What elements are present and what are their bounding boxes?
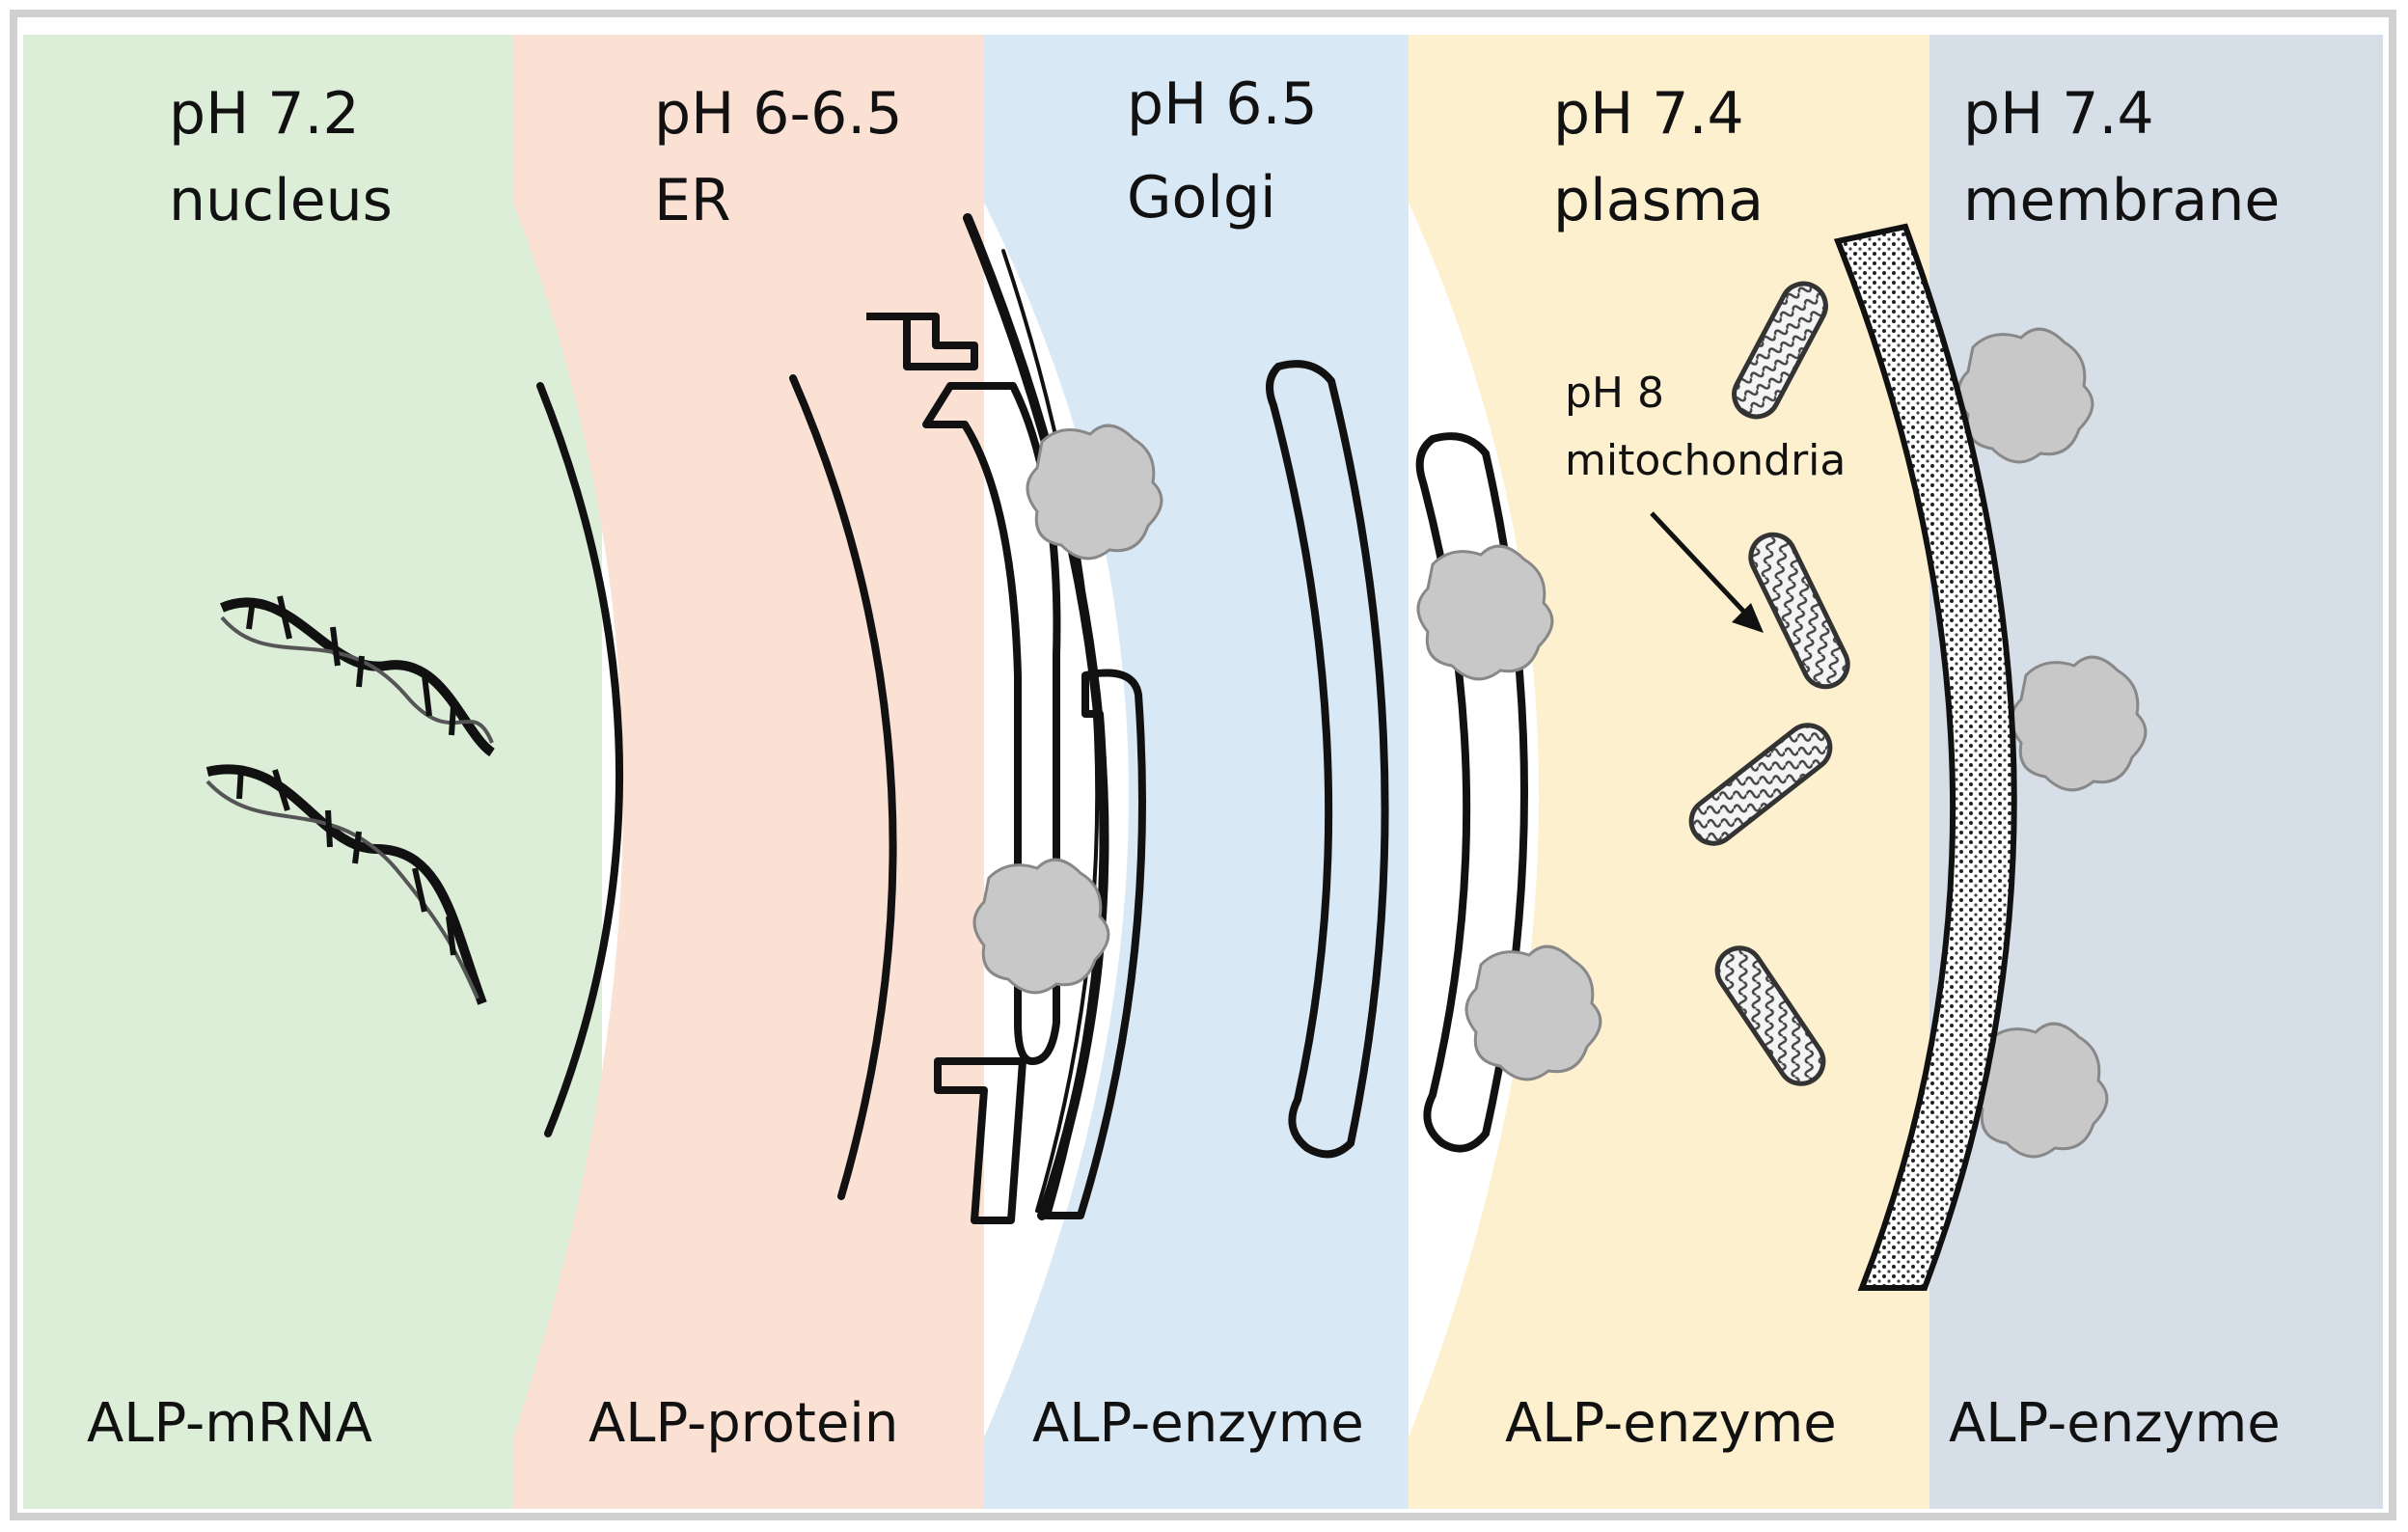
enzyme-blob-icon: [972, 858, 1110, 995]
mitochondrion-icon: [1714, 945, 1826, 1086]
plasma-ph-label: pH 7.4: [1553, 80, 1744, 148]
nucleus-name-label: nucleus: [169, 167, 393, 234]
enzyme-blob-icon: [1956, 327, 2094, 464]
nucleus-product-label: ALP-mRNA: [87, 1392, 372, 1455]
region-nucleus-bg: [23, 35, 602, 1509]
er-product-label: ALP-protein: [588, 1392, 898, 1455]
mitochondrion-icon: [1688, 723, 1833, 846]
golgi-name-label: Golgi: [1127, 164, 1276, 232]
membrane-product-label: ALP-enzyme: [1949, 1392, 2281, 1455]
er-name-label: ER: [654, 167, 731, 234]
dna-helix-icon: [220, 595, 496, 757]
plasma-name-label: plasma: [1553, 167, 1764, 234]
er-cisterna-bottom-icon: [934, 1057, 1026, 1224]
plasma-product-label: ALP-enzyme: [1505, 1392, 1837, 1455]
enzyme-blob-icon: [1026, 424, 1163, 561]
membrane-name-label: membrane: [1963, 167, 2280, 234]
nuclear-envelope-icon: [536, 382, 624, 1137]
arrow-head-icon: [1732, 603, 1764, 633]
golgi-cisterna-outer-icon: [1266, 360, 1389, 1159]
enzyme-blob-icon: [2010, 655, 2148, 792]
er-membrane-right-inner-icon: [1001, 249, 1100, 1213]
region-plasma-bg: [1409, 35, 1929, 1509]
er-cisterna-lower-icon: [1043, 669, 1146, 1219]
er-cisterna-top-icon: [866, 313, 978, 370]
enzyme-blob-icon: [1416, 544, 1554, 681]
mitochondria-pointer-arrow: [1650, 511, 1756, 624]
enzyme-blob-icon: [1464, 944, 1602, 1081]
cell-membrane-icon: [1833, 223, 2017, 1291]
golgi-product-label: ALP-enzyme: [1032, 1392, 1364, 1455]
region-er-bg: [513, 35, 984, 1509]
mitochondria-name-label: mitochondria: [1565, 436, 1846, 485]
membrane-ph-label: pH 7.4: [1963, 80, 2154, 148]
mitochondrion-icon: [1732, 281, 1828, 420]
golgi-ph-label: pH 6.5: [1127, 70, 1318, 138]
enzyme-blob-icon: [1971, 1022, 2109, 1159]
nucleus-ph-label: pH 7.2: [169, 80, 360, 148]
er-membrane-outer-icon: [789, 374, 897, 1200]
er-ph-label: pH 6-6.5: [654, 80, 903, 148]
mitochondrion-icon: [1748, 532, 1850, 690]
mitochondria-ph-label: pH 8: [1565, 369, 1664, 418]
dna-helix-icon: [205, 764, 487, 1005]
